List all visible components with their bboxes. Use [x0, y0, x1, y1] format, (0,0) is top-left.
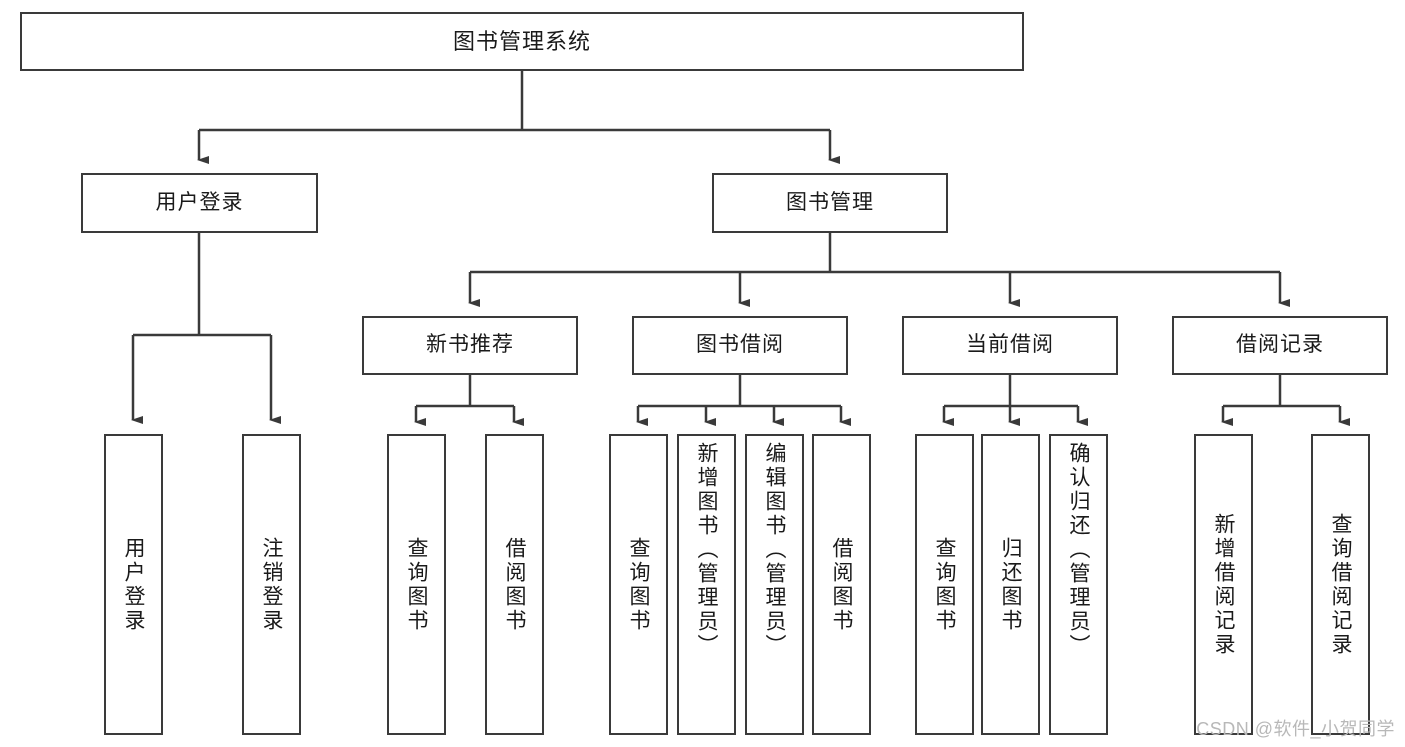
- node-book-management[interactable]: 图书管理: [712, 173, 948, 233]
- node-label: 新增借阅记录: [1212, 512, 1235, 657]
- leaf-confirm-return-admin[interactable]: 确认归还（管理员）: [1049, 434, 1108, 735]
- node-label: 借阅图书: [830, 536, 853, 633]
- leaf-query-book-current[interactable]: 查询图书: [915, 434, 974, 735]
- node-book-borrow[interactable]: 图书借阅: [632, 316, 848, 375]
- leaf-logout[interactable]: 注销登录: [242, 434, 301, 735]
- node-label: 新书推荐: [426, 333, 514, 357]
- leaf-query-book-borrow[interactable]: 查询图书: [609, 434, 668, 735]
- node-label: 借阅记录: [1236, 333, 1324, 357]
- node-label: 图书借阅: [696, 333, 784, 357]
- leaf-return-book[interactable]: 归还图书: [981, 434, 1040, 735]
- leaf-add-borrow-record[interactable]: 新增借阅记录: [1194, 434, 1253, 735]
- node-label: 查询借阅记录: [1329, 512, 1352, 657]
- leaf-borrow-book-recommend[interactable]: 借阅图书: [485, 434, 544, 735]
- node-label: 图书管理系统: [452, 28, 591, 54]
- leaf-query-borrow-record[interactable]: 查询借阅记录: [1311, 434, 1370, 735]
- node-label: 确认归还（管理员）: [1067, 442, 1090, 658]
- node-current-borrow[interactable]: 当前借阅: [902, 316, 1118, 375]
- node-root[interactable]: 图书管理系统: [20, 12, 1024, 71]
- node-label: 用户登录: [155, 190, 244, 214]
- node-label: 编辑图书（管理员）: [763, 442, 786, 658]
- leaf-borrow-book[interactable]: 借阅图书: [812, 434, 871, 735]
- node-label: 借阅图书: [503, 536, 526, 633]
- node-user-login[interactable]: 用户登录: [81, 173, 318, 233]
- leaf-user-login[interactable]: 用户登录: [104, 434, 163, 735]
- node-label: 查询图书: [627, 536, 650, 633]
- node-label: 图书管理: [786, 190, 874, 214]
- leaf-edit-book-admin[interactable]: 编辑图书（管理员）: [745, 434, 804, 735]
- node-label: 注销登录: [260, 536, 283, 633]
- leaf-add-book-admin[interactable]: 新增图书（管理员）: [677, 434, 736, 735]
- node-label: 查询图书: [933, 536, 956, 633]
- node-label: 新增图书（管理员）: [695, 442, 718, 658]
- watermark: CSDN @软件_小贺同学: [1196, 719, 1395, 739]
- node-label: 归还图书: [999, 536, 1022, 633]
- node-label: 当前借阅: [966, 333, 1054, 357]
- node-label: 用户登录: [122, 536, 145, 633]
- node-label: 查询图书: [405, 536, 428, 633]
- node-borrow-records[interactable]: 借阅记录: [1172, 316, 1388, 375]
- node-new-book-recommend[interactable]: 新书推荐: [362, 316, 578, 375]
- leaf-query-book-recommend[interactable]: 查询图书: [387, 434, 446, 735]
